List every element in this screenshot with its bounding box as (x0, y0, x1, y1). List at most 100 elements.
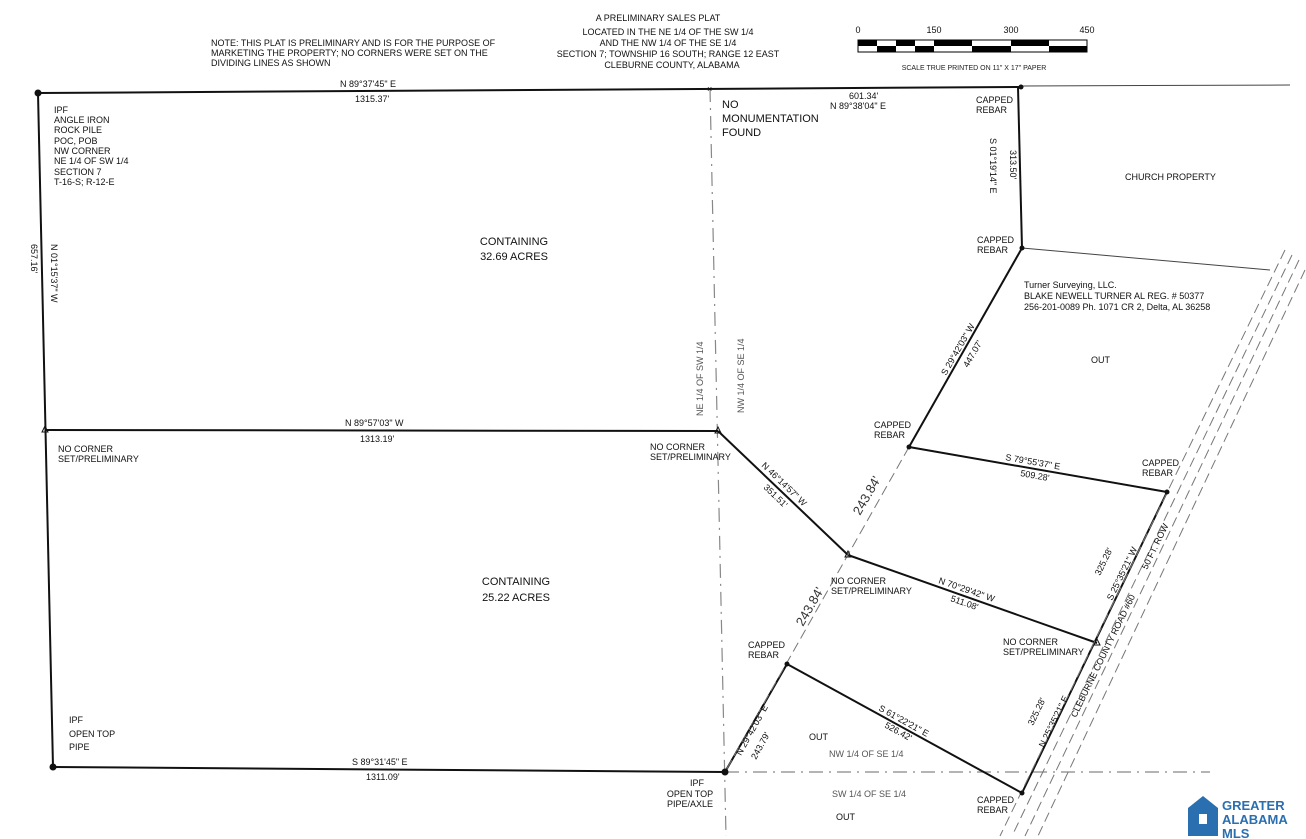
no-corner-mid: NO CORNER SET/PRELIMINARY (650, 442, 731, 462)
bottom-mid-corner-description: IPF OPEN TOP PIPE/AXLE (667, 778, 713, 809)
capped-rebar-lower: CAPPED REBAR (748, 640, 786, 660)
distance-top-left: 1315.37' (355, 94, 390, 104)
quarter-label-nw-se-vertical: NW 1/4 OF SE 1/4 (736, 338, 746, 413)
segment-d-line (786, 663, 1023, 794)
no-corner-center: NO CORNER SET/PRELIMINARY (831, 576, 912, 596)
mid-dividing-line (44, 429, 719, 432)
svg-text:NW CORNER: NW CORNER (54, 146, 111, 156)
surveyor-info: Turner Surveying, LLC. BLAKE NEWELL TURN… (1024, 280, 1210, 312)
scale-bar: 0 150 300 450 SCALE TRUE PRINTED ON 11" … (855, 25, 1094, 72)
note-line-1: NOTE: THIS PLAT IS PRELIMINARY AND IS FO… (211, 38, 496, 48)
church-line (1021, 247, 1271, 271)
svg-text:NE 1/4 OF SW 1/4: NE 1/4 OF SW 1/4 (54, 156, 129, 166)
segment-b-line (908, 446, 1168, 493)
scale-caption: SCALE TRUE PRINTED ON 11" X 17" PAPER (902, 65, 1047, 72)
svg-text:REBAR: REBAR (748, 650, 780, 660)
scale-tick-450: 450 (1079, 25, 1094, 35)
out-label-upper: OUT (1091, 355, 1111, 365)
distance-top-right: 601.34' (849, 91, 879, 101)
svg-text:PIPE/AXLE: PIPE/AXLE (667, 799, 713, 809)
out-label-bottom: OUT (836, 812, 856, 822)
scale-tick-150: 150 (926, 25, 941, 35)
bearing-left: N 01°15'37" W (49, 244, 59, 303)
bearing-right-top: S 01°19'14" E (988, 138, 998, 194)
svg-text:REBAR: REBAR (977, 245, 1009, 255)
svg-text:FOUND: FOUND (722, 127, 761, 139)
svg-text:IPF: IPF (690, 778, 705, 788)
bearing-top-left: N 89°37'45" E (340, 79, 396, 89)
no-corner-left: NO CORNER SET/PRELIMINARY (58, 444, 139, 464)
title-line-2: LOCATED IN THE NE 1/4 OF THE SW 1/4 (582, 27, 753, 37)
bearing-bottom: S 89°31'45" E (352, 757, 408, 767)
note-line-3: DIVIDING LINES AS SHOWN (211, 58, 331, 68)
svg-text:CONTAINING: CONTAINING (482, 576, 550, 588)
plat-title: A PRELIMINARY SALES PLAT LOCATED IN THE … (557, 13, 780, 70)
dashed-diagonal-line (724, 446, 910, 773)
north-boundary-extension (1020, 84, 1291, 87)
church-property-label: CHURCH PROPERTY (1125, 172, 1216, 182)
area-lower: CONTAINING 25.22 ACRES (482, 576, 550, 604)
svg-text:CAPPED: CAPPED (977, 235, 1015, 245)
corner-markers: × (34, 84, 1170, 796)
svg-text:SECTION 7: SECTION 7 (54, 167, 102, 177)
svg-text:REBAR: REBAR (976, 105, 1008, 115)
quarter-label-nw-se: NW 1/4 OF SE 1/4 (829, 749, 904, 759)
svg-text:IPF: IPF (69, 715, 84, 725)
north-boundary-line (37, 86, 1022, 94)
scale-tick-0: 0 (855, 25, 860, 35)
svg-text:IPF: IPF (54, 105, 69, 115)
svg-text:NO CORNER: NO CORNER (1003, 637, 1059, 647)
no-monumentation-label: NO MONUMENTATION FOUND (722, 99, 819, 139)
sw-corner-description: IPF OPEN TOP PIPE (69, 715, 115, 752)
svg-text:25.22 ACRES: 25.22 ACRES (482, 592, 550, 604)
svg-text:Turner Surveying, LLC.: Turner Surveying, LLC. (1024, 280, 1117, 290)
svg-text:32.69 ACRES: 32.69 ACRES (480, 251, 548, 263)
title-line-3: AND THE NW 1/4 OF THE SE 1/4 (600, 38, 737, 48)
svg-text:POC, POB: POC, POB (54, 136, 98, 146)
svg-text:SET/PRELIMINARY: SET/PRELIMINARY (58, 454, 139, 464)
svg-text:BLAKE NEWELL TURNER AL REG. #: BLAKE NEWELL TURNER AL REG. # 50377 (1024, 291, 1204, 301)
svg-text:PIPE: PIPE (69, 742, 90, 752)
svg-text:CAPPED: CAPPED (976, 95, 1014, 105)
svg-text:CONTAINING: CONTAINING (480, 236, 548, 248)
svg-text:ROCK PILE: ROCK PILE (54, 125, 102, 135)
svg-text:SET/PRELIMINARY: SET/PRELIMINARY (650, 452, 731, 462)
svg-text:REBAR: REBAR (1142, 468, 1174, 478)
quarter-line-vertical (709, 87, 727, 837)
svg-text:OPEN TOP: OPEN TOP (667, 789, 713, 799)
title-line-1: A PRELIMINARY SALES PLAT (596, 13, 721, 23)
east-line-upper (1017, 86, 1023, 249)
capped-rebar-road: CAPPED REBAR (1142, 458, 1180, 478)
distance-road-upper: 325.28' (1093, 546, 1115, 577)
south-boundary-line (52, 766, 726, 773)
svg-text:GREATER: GREATER (1222, 798, 1285, 813)
greater-alabama-mls-logo: GREATER ALABAMA MLS (1188, 796, 1288, 839)
capped-rebar-church: CAPPED REBAR (977, 235, 1015, 255)
distance-bottom: 1311.09' (366, 772, 400, 782)
diagonal-line-1 (908, 247, 1023, 448)
area-upper: CONTAINING 32.69 ACRES (480, 236, 548, 263)
title-line-5: CLEBURNE COUNTY, ALABAMA (604, 60, 739, 70)
out-label-lower: OUT (809, 732, 829, 742)
svg-text:NO CORNER: NO CORNER (58, 444, 114, 454)
svg-text:SET/PRELIMINARY: SET/PRELIMINARY (831, 586, 912, 596)
segment-c-line (847, 554, 1098, 644)
distance-left: 657.16' (29, 244, 39, 274)
svg-text:T-16-S; R-12-E: T-16-S; R-12-E (54, 177, 115, 187)
distance-dashed-upper: 243.84' (850, 473, 884, 517)
no-corner-road: NO CORNER SET/PRELIMINARY (1003, 637, 1084, 657)
bearing-mid: N 89°57'03" W (345, 418, 404, 428)
capped-rebar-mid: CAPPED REBAR (874, 420, 912, 440)
svg-text:ANGLE IRON: ANGLE IRON (54, 115, 110, 125)
svg-text:MONUMENTATION: MONUMENTATION (722, 113, 819, 125)
title-line-4: SECTION 7; TOWNSHIP 16 SOUTH; RANGE 12 E… (557, 49, 780, 59)
svg-text:NO: NO (722, 99, 739, 111)
svg-text:CAPPED: CAPPED (1142, 458, 1180, 468)
svg-text:MLS: MLS (1222, 826, 1250, 839)
nw-corner-description: IPF ANGLE IRON ROCK PILE POC, POB NW COR… (54, 105, 129, 187)
svg-text:CAPPED: CAPPED (748, 640, 786, 650)
scale-tick-300: 300 (1003, 25, 1018, 35)
svg-text:CAPPED: CAPPED (874, 420, 912, 430)
note-line-2: MARKETING THE PROPERTY; NO CORNERS WERE … (211, 48, 488, 58)
